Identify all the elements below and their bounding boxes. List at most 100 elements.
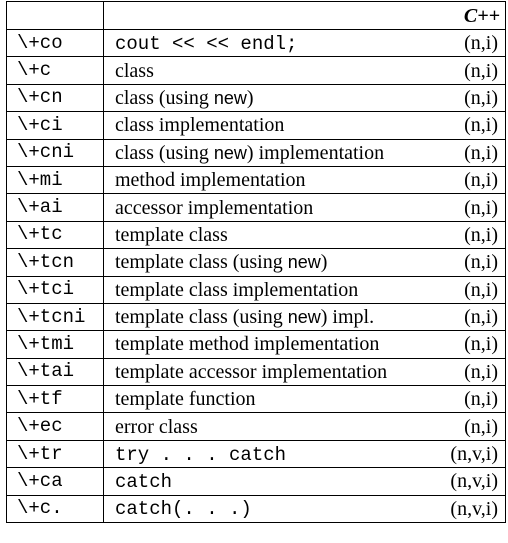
mode-cell: (n,i)	[428, 357, 506, 386]
description-cell: class (using new)	[103, 83, 428, 112]
description-keyword: new	[213, 87, 247, 108]
table-row: \+tc template class (n,i)	[6, 220, 506, 249]
command-cell: \+tf	[6, 385, 104, 413]
mode-cell: (n,v,i)	[428, 439, 506, 468]
command-cell: \+cn	[6, 83, 104, 112]
mode-cell: (n,v,i)	[428, 494, 506, 523]
description-text: template class	[115, 223, 228, 246]
description-cell: template method implementation	[103, 330, 428, 359]
description-text: )	[320, 251, 328, 274]
description-text: catch	[115, 470, 173, 493]
description-cell: catch	[103, 467, 428, 496]
command-cell: \+tcn	[6, 248, 104, 277]
mode-cell: (n,v,i)	[428, 467, 506, 496]
header-empty-cell	[103, 1, 428, 30]
description-cell: catch(. . .)	[103, 494, 428, 523]
command-cell: \+c	[6, 56, 104, 85]
command-cell: \+tr	[6, 439, 104, 468]
description-text: try . . . catch	[115, 443, 287, 466]
description-text: template class (using	[115, 251, 288, 274]
command-cell: \+ec	[6, 412, 104, 441]
command-cell: \+tci	[6, 275, 104, 304]
description-cell: method implementation	[103, 165, 428, 194]
table-row: \+ca catch (n,v,i)	[6, 467, 506, 496]
table-row: \+ec error class (n,i)	[6, 412, 506, 441]
table-row: \+c class (n,i)	[6, 56, 506, 85]
language-header: C++	[428, 1, 506, 30]
description-text: )	[246, 86, 254, 109]
description-cell: template class (using new) impl.	[103, 302, 428, 331]
mode-cell: (n,i)	[428, 138, 506, 167]
description-text: catch(. . .)	[115, 498, 252, 521]
description-text: template method implementation	[115, 333, 380, 356]
table-row: \+tf template function (n,i)	[6, 385, 506, 413]
mode-cell: (n,i)	[428, 56, 506, 85]
description-cell: cout << << endl;	[103, 28, 428, 57]
table-row: \+tr try . . . catch (n,v,i)	[6, 439, 506, 468]
table-row: \+tai template accessor implementation (n,…	[6, 357, 506, 386]
command-cell: \+tai	[6, 357, 104, 386]
description-cell: class (using new) implementation	[103, 138, 428, 167]
table-row: \+tmi template method implementation (n,i)	[6, 330, 506, 359]
mode-cell: (n,i)	[428, 302, 506, 331]
mode-cell: (n,i)	[428, 248, 506, 277]
description-text: template class implementation	[115, 278, 359, 301]
mode-cell: (n,i)	[428, 412, 506, 441]
description-text: cout << << endl;	[115, 32, 298, 55]
description-cell: template class (using new)	[103, 248, 428, 277]
header-empty-cell	[6, 1, 104, 30]
mode-cell: (n,i)	[428, 111, 506, 140]
command-cell: \+tmi	[6, 330, 104, 359]
snippet-table: C++ \+co cout << << endl; (n,i) \+c class (n,…	[6, 1, 506, 524]
description-text: class	[115, 59, 154, 82]
description-cell: class implementation	[103, 111, 428, 140]
description-text: template accessor implementation	[115, 360, 388, 383]
description-cell: class	[103, 56, 428, 85]
mode-cell: (n,i)	[428, 385, 506, 413]
table-row: \+tci template class implementation (n,i)	[6, 275, 506, 304]
description-keyword: new	[213, 142, 247, 163]
table-row: \+mi method implementation (n,i)	[6, 165, 506, 194]
description-keyword: new	[287, 307, 321, 328]
command-cell: \+cni	[6, 138, 104, 167]
description-cell: template class	[103, 220, 428, 249]
table-row: \+ci class implementation (n,i)	[6, 111, 506, 140]
command-cell: \+c.	[6, 494, 104, 523]
table-row: \+c. catch(. . .) (n,v,i)	[6, 494, 506, 523]
mode-cell: (n,i)	[428, 193, 506, 222]
description-text: accessor implementation	[115, 196, 314, 219]
description-cell: try . . . catch	[103, 439, 428, 468]
command-cell: \+co	[6, 28, 104, 57]
mode-cell: (n,i)	[428, 330, 506, 359]
description-text: error class	[115, 415, 198, 438]
command-cell: \+tc	[6, 220, 104, 249]
description-text: template class (using	[115, 306, 288, 329]
description-keyword: new	[287, 252, 321, 273]
mode-cell: (n,i)	[428, 28, 506, 57]
mode-cell: (n,i)	[428, 275, 506, 304]
mode-cell: (n,i)	[428, 165, 506, 194]
description-cell: template accessor implementation	[103, 357, 428, 386]
description-cell: template function	[103, 385, 428, 413]
command-cell: \+ci	[6, 111, 104, 140]
description-text: class implementation	[115, 114, 285, 137]
description-text: template function	[115, 388, 256, 411]
description-cell: accessor implementation	[103, 193, 428, 222]
description-text: method implementation	[115, 169, 306, 192]
command-cell: \+ca	[6, 467, 104, 496]
table-header-row: C++	[6, 1, 506, 30]
description-text: ) impl.	[320, 306, 375, 329]
mode-cell: (n,i)	[428, 83, 506, 112]
snippet-table-body: C++ \+co cout << << endl; (n,i) \+c class (n,…	[6, 1, 506, 523]
description-text: class (using	[115, 141, 214, 164]
description-cell: template class implementation	[103, 275, 428, 304]
command-cell: \+tcni	[6, 302, 104, 331]
mode-cell: (n,i)	[428, 220, 506, 249]
description-cell: error class	[103, 412, 428, 441]
table-row: \+co cout << << endl; (n,i)	[6, 28, 506, 57]
command-cell: \+mi	[6, 165, 104, 194]
